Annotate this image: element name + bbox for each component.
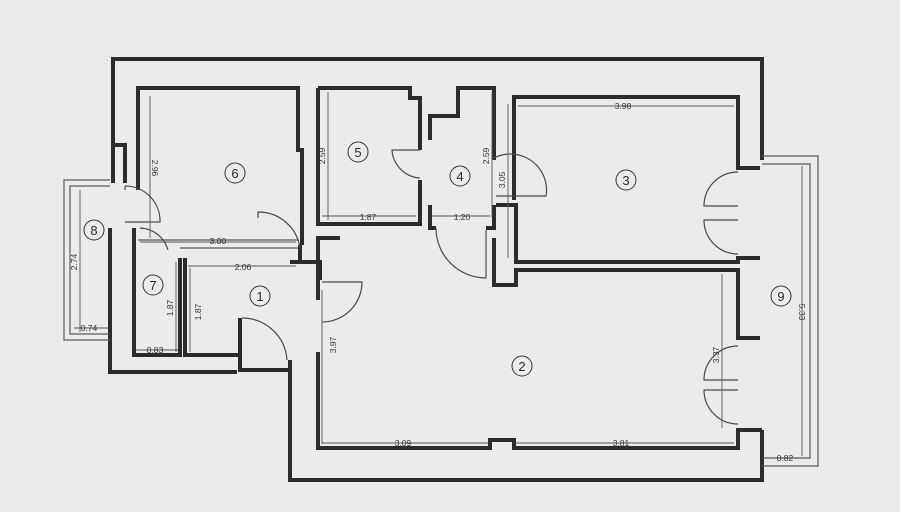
- dim-hall-height: 1.87: [193, 303, 203, 320]
- dim-balcony-width: 0.82: [777, 453, 794, 463]
- dim-room3-height: 3.05: [497, 171, 507, 188]
- room-marker-7: 7: [142, 274, 164, 296]
- dim-room7-height: 1.87: [165, 299, 175, 316]
- room-3-walls: [492, 95, 760, 340]
- room-number-1: 1: [256, 289, 263, 304]
- room-5-walls: [316, 86, 422, 226]
- room-4-walls: [428, 86, 496, 230]
- room-marker-6: 6: [224, 162, 246, 184]
- room-marker-8: 8: [83, 219, 105, 241]
- room-marker-9: 9: [770, 285, 792, 307]
- room-number-8: 8: [90, 223, 97, 238]
- dim-room5-height: 2.59: [317, 147, 327, 164]
- room-number-2: 2: [518, 359, 525, 374]
- room-marker-5: 5: [347, 141, 369, 163]
- dim-room7-width: 0.83: [147, 345, 164, 355]
- dim-room2-height: 3.97: [328, 336, 338, 353]
- dim-room5-width: 1.87: [360, 212, 377, 222]
- dim-balcony-height: 5.33: [797, 304, 807, 321]
- room-number-3: 3: [622, 173, 629, 188]
- room-number-5: 5: [354, 145, 361, 160]
- dim-room2-width-right: 3.81: [613, 438, 630, 448]
- room-6-walls: [136, 86, 304, 245]
- room-number-9: 9: [777, 289, 784, 304]
- dimension-labels: 2.96 3.00 2.59 1.87 2.59 1.20 3.98 3.05 …: [69, 101, 807, 463]
- room-marker-3: 3: [615, 169, 637, 191]
- room-marker-2: 2: [511, 355, 533, 377]
- dim-room2-window: 3.37: [711, 346, 721, 363]
- dim-room8-height: 2.74: [69, 253, 79, 270]
- room-markers: 6 5 4 3 8 7 1 2: [83, 141, 792, 377]
- room-marker-4: 4: [449, 165, 471, 187]
- dim-room3-width: 3.98: [615, 101, 632, 111]
- dim-hall-width: 2.06: [235, 262, 252, 272]
- dimension-lines: [74, 92, 808, 459]
- dim-room8-width: 0.74: [81, 323, 98, 333]
- room-number-4: 4: [456, 169, 463, 184]
- doors: [124, 149, 739, 425]
- dim-room4-height: 2.59: [481, 147, 491, 164]
- hall-walls: [108, 228, 322, 374]
- dim-room2-width-left: 3.09: [395, 438, 412, 448]
- room-number-7: 7: [149, 278, 156, 293]
- room-number-6: 6: [231, 166, 238, 181]
- dim-room6-width: 3.00: [210, 236, 227, 246]
- room-marker-1: 1: [249, 285, 271, 307]
- terrace-8: [63, 179, 110, 341]
- outer-walls: [111, 57, 764, 482]
- dim-room4-width: 1.20: [454, 212, 471, 222]
- dim-room6-height: 2.96: [150, 160, 160, 177]
